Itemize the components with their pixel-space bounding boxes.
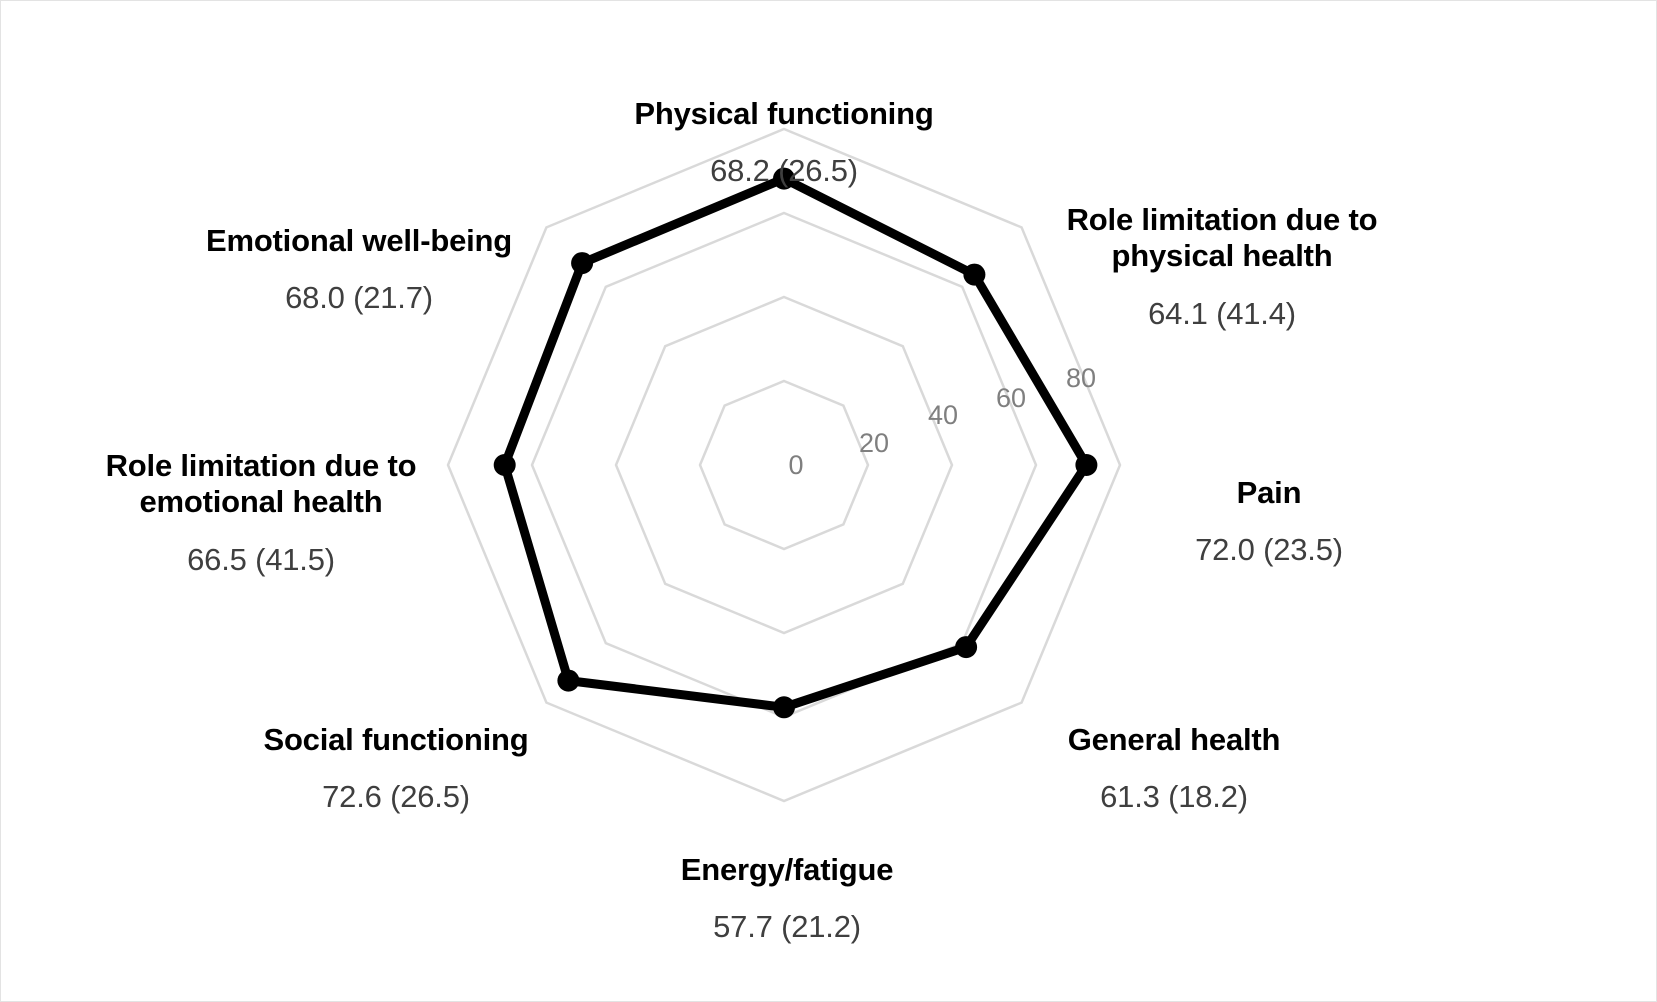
axis-label-name: Energy/fatigue xyxy=(680,851,894,887)
grid-ring-80 xyxy=(446,127,1122,803)
grid-ring-40 xyxy=(614,295,954,635)
axis-label-name: General health xyxy=(1067,721,1281,757)
data-point-1 xyxy=(963,263,986,286)
axis-label-name: Role limitation due to physical health xyxy=(1066,201,1378,274)
axis-label-physical-functioning: Physical functioning 68.2 (26.5) xyxy=(584,77,984,209)
data-point-5 xyxy=(557,669,580,692)
data-point-3 xyxy=(955,636,978,659)
grid-ring-20 xyxy=(698,379,870,551)
axis-label-value: 64.1 (41.4) xyxy=(1148,295,1296,331)
data-point-7 xyxy=(571,252,594,275)
data-point-0 xyxy=(773,167,795,190)
axis-label-value: 72.6 (26.5) xyxy=(322,779,470,815)
axis-label-value: 68.2 (26.5) xyxy=(710,153,858,189)
axis-label-name: Social functioning xyxy=(263,721,529,757)
data-point-4 xyxy=(773,696,795,719)
series-markers xyxy=(493,167,1098,719)
radial-tick-60: 60 xyxy=(995,383,1027,413)
data-point-6 xyxy=(493,454,516,476)
radial-tick-0: 0 xyxy=(788,450,804,480)
axis-label-value: 72.0 (23.5) xyxy=(1195,532,1343,568)
radial-tick-80: 80 xyxy=(1065,363,1097,393)
data-point-2 xyxy=(1075,454,1098,476)
axis-label-name: Physical functioning xyxy=(634,95,934,131)
axis-label-value: 61.3 (18.2) xyxy=(1100,779,1248,815)
radial-tick-20: 20 xyxy=(858,428,890,458)
axis-label-value: 66.5 (41.5) xyxy=(187,541,335,577)
axis-label-role-limitation-emotional: Role limitation due to emotional health … xyxy=(61,429,461,597)
axis-label-energy-fatigue: Energy/fatigue 57.7 (21.2) xyxy=(637,833,937,965)
axis-label-emotional-well-being: Emotional well-being 68.0 (21.7) xyxy=(159,204,559,336)
axis-label-name: Emotional well-being xyxy=(205,222,512,258)
radial-tick-40: 40 xyxy=(927,400,959,430)
axis-label-name: Role limitation due to emotional health xyxy=(105,447,417,520)
axis-label-pain: Pain 72.0 (23.5) xyxy=(1119,456,1419,588)
axis-label-name: Pain xyxy=(1236,474,1302,510)
axis-label-general-health: General health 61.3 (18.2) xyxy=(1009,703,1339,835)
axis-label-social-functioning: Social functioning 72.6 (26.5) xyxy=(241,703,551,835)
axis-label-value: 57.7 (21.2) xyxy=(713,909,861,945)
axis-label-value: 68.0 (21.7) xyxy=(285,280,433,316)
axis-label-role-limitation-physical: Role limitation due to physical health 6… xyxy=(1022,183,1422,351)
